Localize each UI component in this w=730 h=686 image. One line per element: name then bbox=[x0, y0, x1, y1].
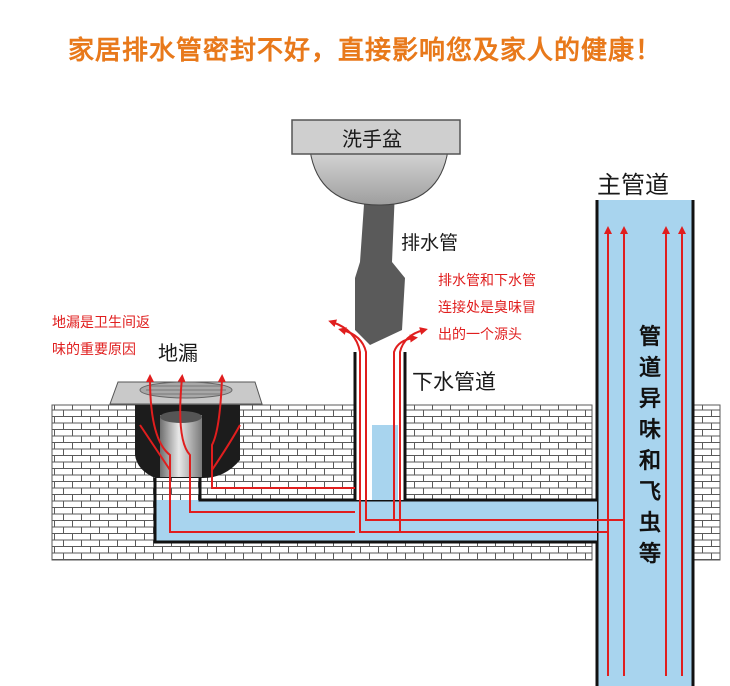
main-pipe-vertical-text: 管 道 异 味 和 飞 虫 等 bbox=[632, 322, 668, 570]
main-pipe-vertical-char: 味 bbox=[638, 418, 661, 443]
brick-wall-right bbox=[693, 404, 721, 561]
main-pipe-vertical-char: 管 bbox=[638, 325, 661, 350]
main-pipe-vertical-char: 异 bbox=[638, 387, 661, 412]
main-pipe-vertical-char: 等 bbox=[638, 542, 661, 567]
floor-drain-annotation-line2: 味的重要原因 bbox=[52, 342, 136, 358]
main-pipe-vertical-char: 飞 bbox=[638, 480, 661, 505]
drain-pipe bbox=[355, 190, 405, 345]
down-pipe-flow-arrows bbox=[328, 319, 624, 533]
main-pipe-vertical-char: 和 bbox=[638, 449, 661, 474]
joint-annotation-line3: 出的一个源头 bbox=[438, 327, 522, 343]
main-pipe-label: 主管道 bbox=[597, 171, 669, 199]
main-pipe bbox=[597, 200, 693, 686]
joint-annotation: 排水管和下水管 连接处是臭味冒 出的一个源头 bbox=[438, 268, 536, 349]
sink-bowl bbox=[309, 149, 449, 206]
main-pipe-flow-arrows bbox=[604, 226, 686, 676]
joint-annotation-line2: 连接处是臭味冒 bbox=[438, 300, 536, 316]
page-headline: 家居排水管密封不好，直接影响您及家人的健康！ bbox=[67, 36, 662, 66]
floor-drain-annotation: 地漏是卫生间返 味的重要原因 bbox=[52, 310, 150, 364]
main-pipe-vertical-char: 虫 bbox=[638, 511, 661, 536]
floor-drain-flow-arrows bbox=[139, 374, 355, 533]
sink-top bbox=[291, 119, 461, 155]
joint-annotation-line1: 排水管和下水管 bbox=[438, 273, 536, 289]
floor-drain-annotation-line1: 地漏是卫生间返 bbox=[52, 315, 150, 331]
down-pipe-label: 下水管道 bbox=[412, 370, 496, 394]
floor-drain-label: 地漏 bbox=[158, 341, 198, 365]
drain-pipe-label: 排水管 bbox=[401, 232, 459, 254]
sink-label: 洗手盆 bbox=[342, 127, 402, 151]
main-pipe-vertical-char: 道 bbox=[638, 356, 661, 381]
